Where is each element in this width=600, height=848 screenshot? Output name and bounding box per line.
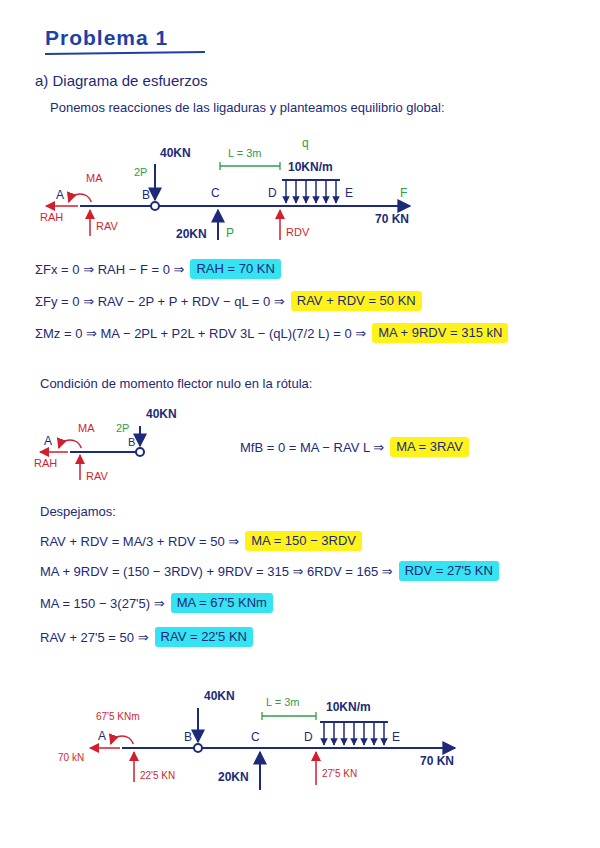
load-arrow [340, 205, 410, 207]
label-text: ΣFx = 0 ⇒ RAH − F = 0 ⇒ [35, 262, 184, 278]
beam [80, 205, 151, 207]
result-text: RAH = 70 KN [196, 261, 274, 276]
result-text: MA = 150 − 3RDV [251, 533, 356, 548]
load-arrow [154, 164, 156, 200]
label-text: 70 KN [375, 212, 409, 226]
label-text: D [304, 730, 313, 744]
label-text: 2P [134, 166, 147, 179]
label-text: E [345, 186, 353, 200]
label-text: RAV + RDV = MA/3 + RDV = 50 ⇒ [40, 534, 239, 550]
label-text: RAV [96, 220, 118, 233]
label-text: B [184, 730, 192, 744]
label-text: RAV [86, 470, 108, 483]
result-highlight: RAV + RDV = 50 KN [291, 291, 422, 311]
distributed-load [286, 180, 336, 203]
page-title: Problema 1 [45, 26, 168, 50]
label-text: A [44, 434, 52, 448]
label-text: 70 kN [58, 752, 84, 764]
label-text: Ponemos reacciones de las ligaduras y pl… [50, 100, 445, 116]
label-text: C [211, 186, 220, 200]
title-underline [45, 52, 205, 54]
label-text: A [98, 729, 106, 743]
result-text: RAV + RDV = 50 KN [297, 293, 416, 308]
result-highlight: MA = 67'5 KNm [171, 593, 273, 613]
label-text: RAH [34, 457, 57, 470]
label-text: 40KN [204, 689, 235, 703]
label-text: 67'5 KNm [96, 711, 140, 723]
dimension-bracket [262, 712, 316, 720]
label-text: ΣMz = 0 ⇒ MA − 2PL + P2L + RDV 3L − (qL)… [35, 326, 366, 342]
result-highlight: MA = 3RAV [390, 437, 469, 457]
label-text: P [226, 226, 234, 240]
label-text: q [302, 136, 309, 150]
label-text: 40KN [146, 407, 177, 421]
result-highlight: RAV = 22'5 KN [155, 627, 253, 647]
label-text: 22'5 KN [140, 770, 175, 782]
beam-diagram [80, 164, 410, 240]
label-text: 20KN [176, 227, 207, 241]
label-text: L = 3m [266, 696, 300, 709]
label-text: MA = 150 − 3(27'5) ⇒ [40, 596, 165, 612]
label-text: A [56, 188, 64, 202]
result-text: MA = 67'5 KNm [177, 595, 267, 610]
label-text: E [392, 730, 400, 744]
result-highlight: RDV = 27'5 KN [399, 561, 499, 581]
label-text: RDV [286, 226, 309, 239]
label-text: RAH [40, 211, 63, 224]
label-text: B [128, 436, 135, 449]
result-text: RDV = 27'5 KN [405, 563, 493, 578]
label-text: F [400, 186, 407, 200]
label-text: L = 3m [228, 147, 262, 160]
hinge [151, 202, 159, 210]
beam-diagram [122, 708, 455, 790]
reaction-arrows [90, 736, 316, 785]
result-text: MA = 3RAV [396, 439, 463, 454]
label-text: B [142, 188, 150, 202]
label-text: C [251, 730, 260, 744]
label-text: Despejamos: [40, 504, 116, 520]
label-text: 20KN [218, 770, 249, 784]
label-text: ΣFy = 0 ⇒ RAV − 2P + P + RDV − qL = 0 ⇒ [35, 294, 285, 310]
label-text: 27'5 KN [322, 768, 357, 780]
label-text: RAV + 27'5 = 50 ⇒ [40, 630, 149, 646]
distributed-load [282, 179, 340, 181]
result-highlight: RAH = 70 KN [190, 259, 280, 279]
label-text: 10KN/m [326, 700, 371, 714]
dimension-bracket [220, 162, 280, 170]
label-text: D [268, 186, 277, 200]
reaction-arrows [46, 194, 280, 240]
result-highlight: MA + 9RDV = 315 kN [372, 323, 508, 343]
load-arrow [217, 210, 219, 240]
label-text: 40KN [160, 146, 191, 160]
label-text: MA [86, 172, 103, 185]
result-highlight: MA = 150 − 3RDV [245, 531, 362, 551]
beam [159, 205, 340, 207]
label-text: MA + 9RDV = (150 − 3RDV) + 9RDV = 315 ⇒ … [40, 564, 393, 580]
label-text: 2P [116, 422, 129, 435]
result-text: MA + 9RDV = 315 kN [378, 325, 502, 340]
label-text: 70 KN [420, 754, 454, 768]
label-text: MA [78, 422, 95, 435]
label-text: MfB = 0 = MA − RAV L ⇒ [240, 440, 384, 456]
label-text: 10KN/m [288, 160, 333, 174]
label-text: a) Diagrama de esfuerzos [35, 72, 208, 90]
result-text: RAV = 22'5 KN [161, 629, 247, 644]
label-text: Condición de momento flector nulo en la … [40, 376, 312, 392]
